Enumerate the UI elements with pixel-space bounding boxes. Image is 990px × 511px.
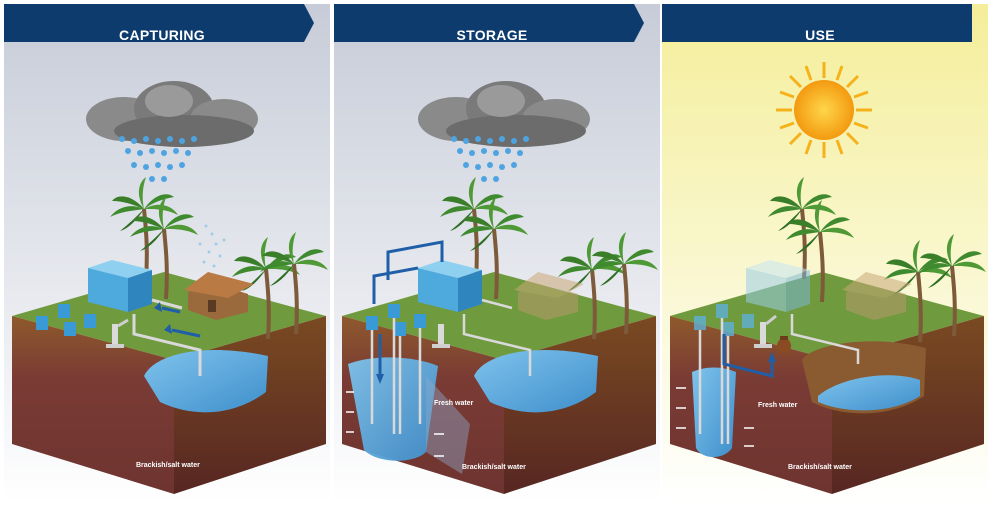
small-tanks-icon (366, 304, 426, 336)
brackish-label: Brackish/salt water (136, 462, 200, 469)
panel-storage: STORAGE Fresh water Brackish/salt water (334, 4, 660, 504)
panel-title: CAPTURING (119, 27, 205, 43)
surface-pond (144, 349, 268, 413)
flow-arrows (722, 334, 774, 378)
water-tank-icon (418, 260, 482, 312)
pipes (370, 298, 532, 434)
hut-icon (184, 272, 254, 320)
panel-use: USE Fresh water Brackish/salt water (662, 4, 988, 504)
panel-title: STORAGE (456, 27, 528, 43)
brackish-label: Brackish/salt water (788, 464, 852, 471)
lens-shadow (426, 376, 470, 474)
banner-capturing (4, 4, 314, 42)
flow-arrows (154, 302, 201, 338)
small-tanks-icon (36, 304, 96, 336)
clay-pot-icon (777, 336, 791, 354)
capturing-illustration (4, 4, 330, 504)
fresh-water-lens (692, 367, 736, 457)
fresh-water-label: Fresh water (434, 400, 474, 407)
pressure-arrows (346, 391, 444, 457)
pipes (698, 314, 860, 444)
hut-icon (842, 272, 912, 320)
down-arrow-icon (376, 374, 384, 384)
pressure-arrows (676, 387, 754, 447)
water-tank-icon (88, 260, 152, 312)
banner-use (662, 4, 972, 42)
fresh-water-label: Fresh water (758, 402, 798, 409)
flow-arrows (372, 240, 444, 376)
pipes (132, 298, 202, 376)
up-arrow-icon (768, 352, 776, 362)
hand-pump-icon (432, 324, 450, 348)
small-tanks-icon (694, 304, 754, 336)
spray-drops-icon (198, 224, 226, 268)
water-tank-icon (746, 260, 810, 312)
panel-capturing: CAPTURING Brackish/salt water (4, 4, 330, 504)
banner-storage (334, 4, 644, 42)
panel-title: USE (805, 27, 835, 43)
soil-front (12, 316, 174, 494)
hut-icon (514, 272, 584, 320)
hand-pump-icon (754, 314, 777, 348)
sun-icon (776, 62, 872, 158)
storage-illustration (334, 4, 660, 504)
brackish-label: Brackish/salt water (462, 464, 526, 471)
remaining-pond-water (818, 375, 920, 411)
surface-pond (474, 349, 598, 413)
use-illustration (662, 4, 988, 504)
hand-pump-icon (106, 318, 129, 348)
